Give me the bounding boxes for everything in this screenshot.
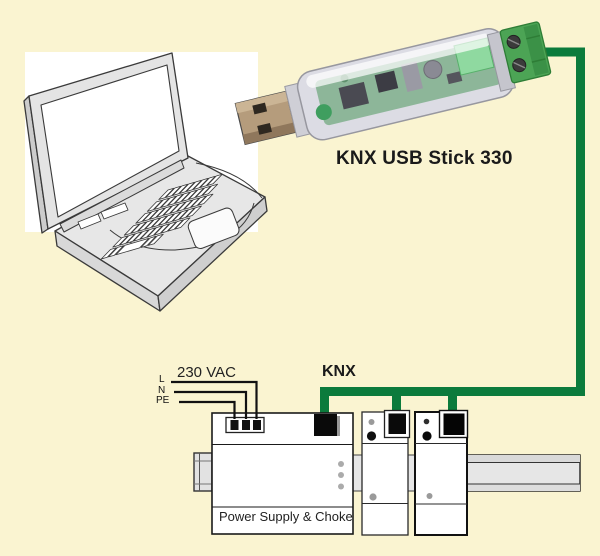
usb-terminal-block <box>499 21 552 84</box>
power-supply-label: Power Supply & Choke <box>219 509 353 524</box>
knx-connector-dev1 <box>388 413 406 434</box>
wire-l <box>171 380 258 419</box>
laptop-screen <box>40 64 180 218</box>
knx-connector-ps-shadow <box>337 416 340 436</box>
knx-bus-label: KNX <box>322 363 356 380</box>
knx-connector-dev2 <box>443 413 465 435</box>
usb-stick-illustration <box>234 21 552 146</box>
mains-voltage-label: 230 VAC <box>177 364 236 381</box>
wire-label-pe: PE <box>156 395 170 406</box>
device-module-2 <box>414 409 469 536</box>
power-supply-box <box>211 412 354 535</box>
mains-wires <box>171 380 258 419</box>
usb-stick-highlight <box>306 33 492 88</box>
laptop-hinge <box>59 159 185 233</box>
laptop-indicator-bars <box>77 202 129 230</box>
laptop-touchpad <box>187 207 240 249</box>
wire-label-l: L <box>159 374 165 385</box>
wire-pe <box>179 400 236 419</box>
knx-cable <box>320 47 585 414</box>
din-rail <box>193 452 581 492</box>
mains-terminal-block <box>225 416 265 434</box>
usb-stick-pcb <box>315 37 502 126</box>
laptop-edge-curve <box>195 162 263 199</box>
wire-n <box>174 390 248 419</box>
device-module-1 <box>361 409 411 536</box>
ps-led-dots <box>338 461 344 490</box>
usb-stick-title: KNX USB Stick 330 <box>336 148 513 169</box>
wire-label-n: N <box>158 385 166 396</box>
laptop-illustration <box>23 52 268 312</box>
knx-connector-ps <box>314 414 337 436</box>
knx-bus-line <box>320 47 585 414</box>
laptop-keyboard <box>100 173 223 260</box>
